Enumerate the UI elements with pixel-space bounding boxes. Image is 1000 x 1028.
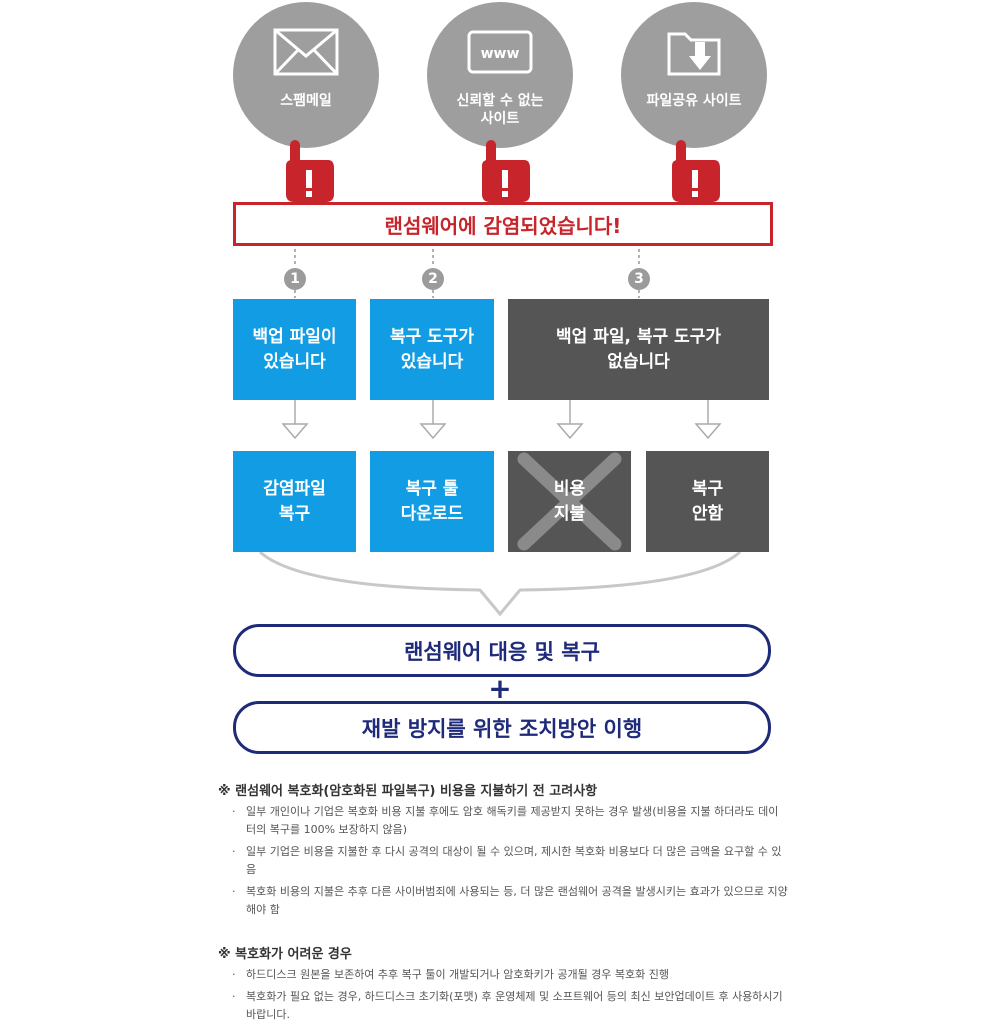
plus-sign: + [488, 672, 512, 705]
pointing-hand-alert-icon [482, 140, 530, 202]
svg-text:www: www [481, 46, 520, 62]
note-item: ·복호화가 필요 없는 경우, 하드디스크 초기화(포맷) 후 운영체제 및 소… [232, 990, 783, 1021]
outcome-download-tool: 복구 툴 다운로드 [370, 451, 494, 552]
pointing-hand-alert-icon [286, 140, 334, 202]
source-circle-spam: 스팸메일 [233, 2, 379, 148]
source-label: 파일공유 사이트 [646, 93, 742, 109]
merge-curve [258, 550, 742, 617]
prevention-measures-pill: 재발 방지를 위한 조치방안 이행 [233, 701, 771, 754]
source-circle-untrusted-site: www 신뢰할 수 없는 사이트 [427, 2, 573, 148]
notes-title-decryption-difficult: ※ 복호화가 어려운 경우 [218, 947, 352, 962]
outcome-restore-files: 감염파일 복구 [233, 451, 356, 552]
www-browser-icon: www [427, 28, 573, 82]
step-number-1: 1 [284, 268, 306, 290]
down-arrow-3 [556, 423, 584, 440]
note-item: ·하드디스크 원본을 보존하여 추후 복구 툴이 개발되거나 암호화키가 공개될… [232, 968, 670, 981]
scenario-recovery-tool-exists: 복구 도구가 있습니다 [370, 299, 494, 400]
step-number-2: 2 [422, 268, 444, 290]
source-circle-file-sharing: 파일공유 사이트 [621, 2, 767, 148]
down-arrow-4 [694, 423, 722, 440]
scenario-backup-exists: 백업 파일이 있습니다 [233, 299, 356, 400]
folder-download-icon [621, 28, 767, 82]
scenario-none: 백업 파일, 복구 도구가 없습니다 [508, 299, 769, 400]
response-recovery-pill: 랜섬웨어 대응 및 복구 [233, 624, 771, 677]
source-label: 스팸메일 [280, 93, 332, 109]
note-item: ·일부 개인이나 기업은 복호화 비용 지불 후에도 암호 해독키를 제공받지 … [232, 805, 779, 836]
envelope-icon [233, 28, 379, 82]
notes-section: ※ 랜섬웨어 복호화(암호화된 파일복구) 비용을 지불하기 전 고려사항 ·일… [218, 780, 788, 1024]
note-item: ·일부 기업은 비용을 지불한 후 다시 공격의 대상이 될 수 있으며, 제시… [232, 845, 782, 876]
outcome-pay-ransom-crossed: 비용 지불 [508, 451, 631, 552]
down-arrow-1 [281, 423, 309, 440]
notes-title-payment-considerations: ※ 랜섬웨어 복호화(암호화된 파일복구) 비용을 지불하기 전 고려사항 [218, 784, 598, 799]
outcome-label: 비용 지불 [553, 478, 586, 524]
ransomware-infected-banner: 랜섬웨어에 감염되었습니다! [233, 202, 773, 246]
step-number-3: 3 [628, 268, 650, 290]
outcome-no-recovery: 복구 안함 [646, 451, 769, 552]
cross-x-icon [517, 452, 622, 551]
note-item: ·복호화 비용의 지불은 추후 다른 사이버범죄에 사용되는 등, 더 많은 랜… [232, 885, 788, 916]
down-arrow-2 [419, 423, 447, 440]
pointing-hand-alert-icon [672, 140, 720, 202]
source-label: 신뢰할 수 없는 사이트 [456, 93, 544, 127]
